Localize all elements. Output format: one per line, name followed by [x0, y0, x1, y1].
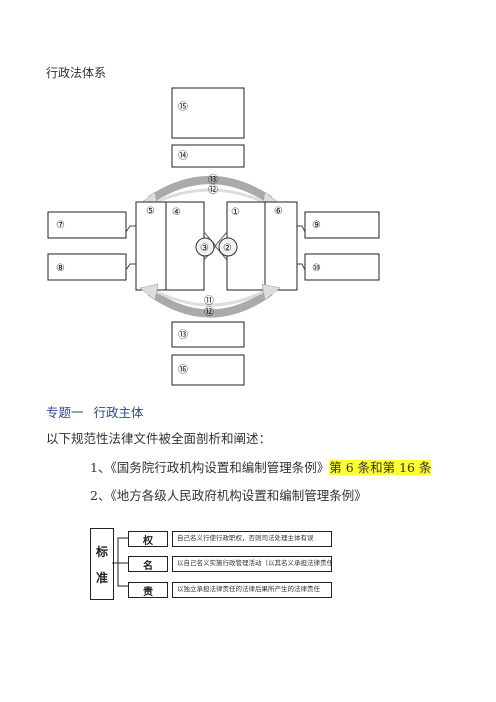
panel-right-outer: [264, 201, 298, 291]
box-right-9: [304, 211, 380, 239]
marker: ⑪: [204, 295, 214, 307]
standard-row-label: 名: [143, 561, 153, 572]
standard-row-label: 权: [143, 536, 153, 547]
page-title: 行政法体系: [46, 66, 107, 80]
marker: ⑩: [312, 263, 321, 274]
top-arc-outer: [147, 176, 273, 204]
marker: ⑬: [178, 329, 188, 341]
section-intro: 以下规范性法律文件被全面剖析和阐述：: [46, 431, 272, 446]
standards-connector: [112, 537, 128, 587]
marker: ⑬: [208, 174, 218, 186]
list-item: 1、《国务院行政机构设置和编制管理条例》第 6 条和第 16 条: [90, 457, 432, 476]
marker: ⑫: [208, 184, 218, 196]
standard-row-label-box: 责: [128, 582, 168, 598]
marker: ⑧: [56, 263, 65, 274]
section-title: 专题一: [46, 405, 84, 420]
marker: ⑤: [146, 206, 155, 217]
standards-char: 标: [96, 545, 109, 559]
marker: ⑥: [274, 206, 283, 217]
marker: ⑯: [178, 364, 188, 376]
standard-row-desc: 自己名义行使行政职权，否则司法处理主体有误: [172, 531, 332, 547]
marker: ⑦: [56, 220, 65, 231]
section-subtitle: 行政主体: [93, 405, 144, 420]
list-item-text: 2、《地方各级人民政府机构设置和编制管理条例》: [90, 488, 367, 503]
marker: ⑫: [204, 306, 214, 318]
standard-row-desc: 以独立承担法律责任的法律后果所产生的法律责任: [172, 582, 332, 598]
top-arc-inner: [149, 188, 271, 207]
box-top-1: [171, 87, 245, 139]
box-bottom-16: [171, 354, 245, 386]
box-bottom-15: [171, 321, 245, 348]
marker: ④: [172, 207, 181, 218]
standard-row-label-box: 名: [128, 556, 168, 572]
standards-char: 准: [96, 571, 109, 585]
bottom-arc-outer: [147, 288, 273, 318]
box-left-8: [47, 253, 127, 281]
list-item-text: 1、《国务院行政机构设置和编制管理条例》: [90, 460, 330, 475]
marker: ②: [223, 243, 232, 254]
panel-left-outer: [135, 201, 167, 291]
marker: ⑭: [178, 150, 188, 162]
administrative-law-diagram: ⑮ ⑭ ⑬ ⑫ ⑤ ④ ① ⑥ ③ ② ⑦ ⑧ ⑨ ⑩ ⑪ ⑫ ⑬ ⑯: [47, 87, 380, 386]
section-heading: 专题一行政主体: [46, 402, 144, 421]
box-right-10: [304, 253, 380, 281]
list-item: 2、《地方各级人民政府机构设置和编制管理条例》: [90, 485, 367, 504]
marker: ①: [231, 207, 240, 218]
box-left-7: [47, 211, 127, 239]
standard-row-label: 责: [143, 587, 153, 598]
box-top-2: [171, 144, 245, 168]
standard-row-desc: 以自己名义实施行政管理活动（以其名义承担法律责任）: [172, 556, 332, 572]
standards-label-box: 标 准: [90, 528, 114, 600]
marker: ③: [200, 243, 209, 254]
standard-row-label-box: 权: [128, 531, 168, 547]
highlight-text: 第 6 条和第 16 条: [329, 460, 432, 475]
marker: ⑮: [178, 101, 188, 113]
marker: ⑨: [312, 220, 321, 231]
